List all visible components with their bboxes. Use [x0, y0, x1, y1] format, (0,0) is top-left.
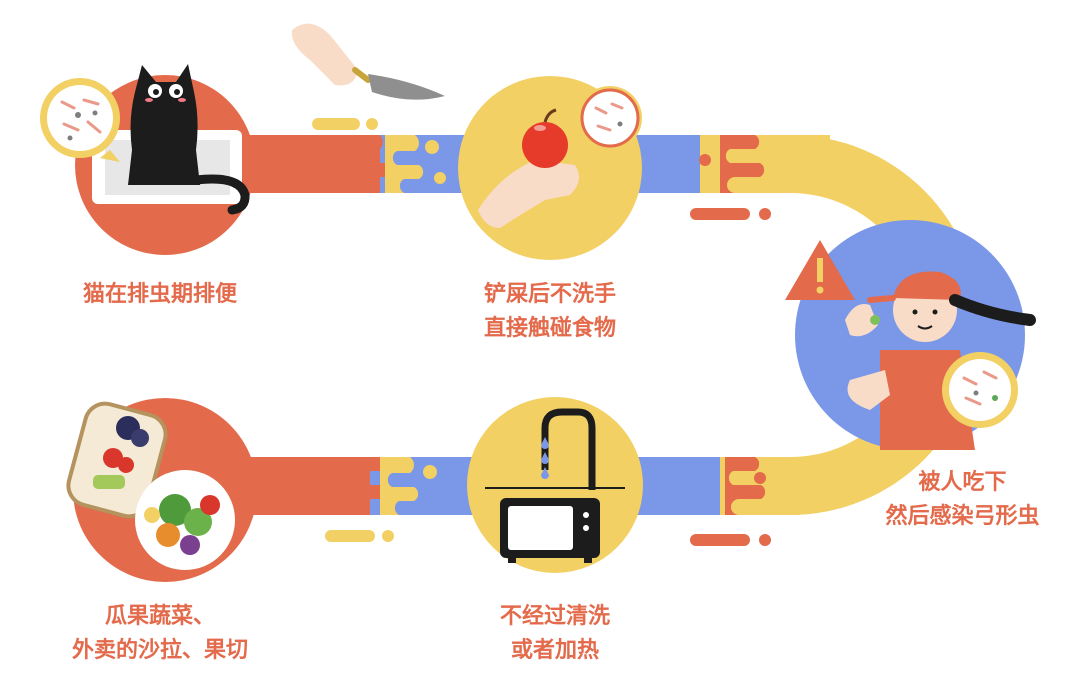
warning-icon [785, 240, 855, 300]
node-cat [75, 64, 255, 255]
node-wash [467, 397, 643, 573]
scoop-hand-icon [291, 23, 445, 100]
step-label-eat: 被人吃下 然后感染弓形虫 [885, 470, 1040, 529]
node-scoop [458, 76, 642, 260]
step-label-food: 瓜果蔬菜、 外卖的沙拉、果切 [71, 604, 248, 663]
step-label-cat: 猫在排虫期排便 [82, 282, 237, 307]
braid-icon [949, 294, 1036, 326]
node-food [66, 398, 257, 582]
parasite-bubble-icon [942, 352, 1018, 428]
cat-icon [128, 64, 200, 185]
step-label-wash: 不经过清洗 或者加热 [499, 604, 610, 663]
apple-icon [522, 122, 568, 168]
step-label-scoop: 铲屎后不洗手 直接触碰食物 [483, 282, 616, 341]
decorative-dashes [312, 118, 771, 546]
cap-icon [893, 271, 961, 300]
parasite-bubble-icon [40, 78, 120, 162]
hand-icon [478, 160, 579, 228]
faucet-icon [541, 408, 596, 490]
